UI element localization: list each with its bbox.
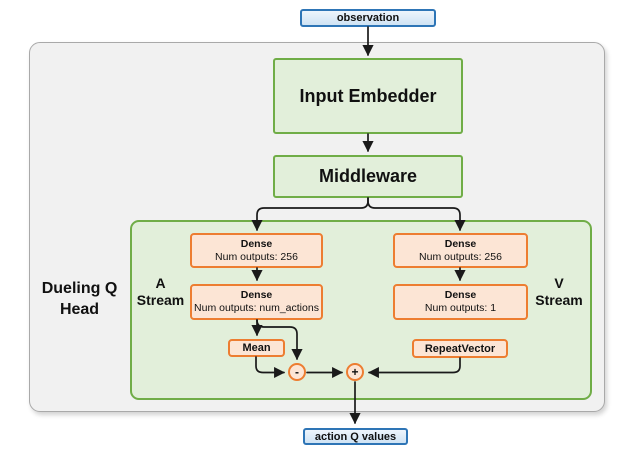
input-embedder-block: Input Embedder (273, 58, 463, 134)
a-stream-dense-1: Dense Num outputs: 256 (190, 233, 323, 268)
a-stream-dense-2: Dense Num outputs: num_actions (190, 284, 323, 320)
action-q-values-label: action Q values (314, 430, 397, 443)
layer-subtitle: Num outputs: 256 (215, 250, 298, 263)
layer-title: Dense (444, 237, 477, 250)
layer-subtitle: Num outputs: 256 (419, 250, 502, 263)
layer-title: Dense (240, 237, 273, 250)
v-stream-dense-2: Dense Num outputs: 1 (393, 284, 528, 320)
layer-subtitle: Num outputs: 1 (424, 302, 497, 314)
middleware-block: Middleware (273, 155, 463, 198)
repeat-vector-label: RepeatVector (424, 342, 496, 355)
layer-subtitle: Num outputs: num_actions (194, 302, 319, 314)
dueling-head-label: Dueling Q Head (41, 280, 118, 318)
input-embedder-label: Input Embedder (299, 85, 437, 106)
middleware-label: Middleware (318, 166, 418, 186)
a-stream-label: A Stream (136, 275, 185, 308)
repeat-vector-layer: RepeatVector (412, 339, 508, 358)
observation-label: observation (336, 12, 400, 24)
mean-label: Mean (242, 342, 271, 354)
observation-node: observation (300, 9, 436, 27)
mean-layer: Mean (228, 339, 285, 357)
layer-title: Dense (444, 289, 477, 301)
v-stream-label: V Stream (535, 275, 583, 308)
v-stream-dense-1: Dense Num outputs: 256 (393, 233, 528, 268)
subtract-operator: - (288, 363, 306, 381)
add-operator: + (346, 363, 364, 381)
action-q-values-node: action Q values (303, 428, 408, 445)
layer-title: Dense (240, 289, 273, 301)
